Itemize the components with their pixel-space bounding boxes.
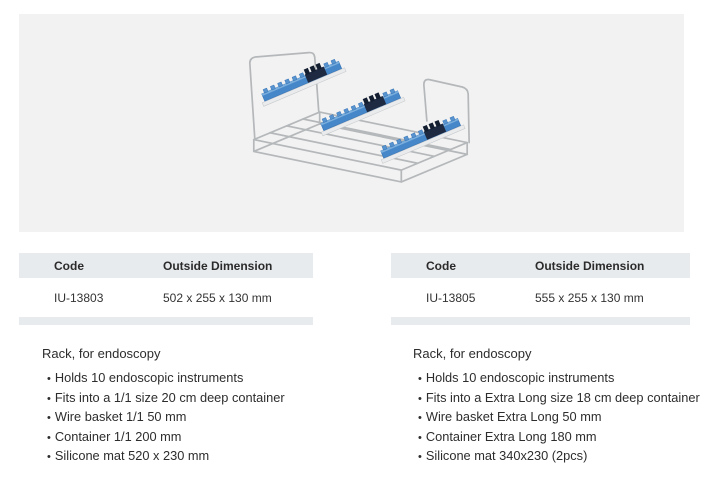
product-dimension: 555 x 255 x 130 mm bbox=[535, 290, 644, 305]
table-footer-band bbox=[19, 317, 313, 325]
feature-text: Fits into a Extra Long size 18 cm deep c… bbox=[425, 389, 700, 405]
bullet-icon: • bbox=[47, 431, 51, 444]
product-description-right: Rack, for endoscopy •Holds 10 endoscopic… bbox=[413, 346, 700, 467]
bullet-icon: • bbox=[418, 412, 422, 425]
feature-item: •Holds 10 endoscopic instruments bbox=[418, 369, 700, 389]
feature-text: Holds 10 endoscopic instruments bbox=[54, 370, 244, 385]
product-title: Rack, for endoscopy bbox=[413, 346, 532, 361]
feature-text: Silicone mat 520 x 230 mm bbox=[54, 448, 210, 464]
feature-item: •Container 1/1 200 mm bbox=[47, 428, 285, 448]
product-photo-panel bbox=[19, 14, 684, 232]
feature-text: Fits into a 1/1 size 20 cm deep containe… bbox=[54, 389, 285, 405]
feature-item: •Silicone mat 520 x 230 mm bbox=[47, 447, 285, 467]
table-row: IU-13805 555 x 255 x 130 mm bbox=[391, 278, 690, 317]
feature-item: •Container Extra Long 180 mm bbox=[418, 428, 700, 448]
feature-text: Silicone mat 340x230 (2pcs) bbox=[425, 448, 588, 464]
product-code: IU-13805 bbox=[426, 290, 476, 305]
endoscopy-rack-photo bbox=[248, 51, 470, 183]
feature-text: Wire basket Extra Long 50 mm bbox=[425, 409, 602, 425]
table-header-row: Code Outside Dimension bbox=[19, 253, 313, 278]
spec-table-left: Code Outside Dimension IU-13803 502 x 25… bbox=[19, 253, 313, 325]
bullet-icon: • bbox=[47, 373, 51, 385]
feature-list: •Holds 10 endoscopic instruments •Fits i… bbox=[418, 369, 700, 467]
code-column-header: Code bbox=[426, 258, 456, 273]
bullet-icon: • bbox=[418, 373, 422, 385]
bullet-icon: • bbox=[418, 451, 422, 464]
feature-item: •Wire basket Extra Long 50 mm bbox=[418, 408, 700, 428]
feature-text: Wire basket 1/1 50 mm bbox=[54, 409, 187, 425]
feature-item: •Fits into a Extra Long size 18 cm deep … bbox=[418, 389, 700, 409]
dimension-column-header: Outside Dimension bbox=[163, 258, 273, 273]
product-description-left: Rack, for endoscopy •Holds 10 endoscopic… bbox=[42, 346, 285, 467]
bullet-icon: • bbox=[47, 412, 51, 425]
feature-text: Holds 10 endoscopic instruments bbox=[425, 370, 615, 385]
table-header-row: Code Outside Dimension bbox=[391, 253, 690, 278]
feature-item: •Wire basket 1/1 50 mm bbox=[47, 408, 285, 428]
table-row: IU-13803 502 x 255 x 130 mm bbox=[19, 278, 313, 317]
bullet-icon: • bbox=[418, 392, 422, 405]
dimension-column-header: Outside Dimension bbox=[535, 258, 645, 273]
feature-text: Container Extra Long 180 mm bbox=[425, 428, 597, 444]
code-column-header: Code bbox=[54, 258, 84, 273]
bullet-icon: • bbox=[47, 451, 51, 464]
feature-item: •Holds 10 endoscopic instruments bbox=[47, 369, 285, 389]
table-footer-band bbox=[391, 317, 690, 325]
feature-item: •Silicone mat 340x230 (2pcs) bbox=[418, 447, 700, 467]
bullet-icon: • bbox=[47, 392, 51, 405]
feature-item: •Fits into a 1/1 size 20 cm deep contain… bbox=[47, 389, 285, 409]
product-title: Rack, for endoscopy bbox=[42, 346, 161, 361]
feature-text: Container 1/1 200 mm bbox=[54, 428, 182, 444]
feature-list: •Holds 10 endoscopic instruments •Fits i… bbox=[47, 369, 285, 467]
product-dimension: 502 x 255 x 130 mm bbox=[163, 290, 272, 305]
product-code: IU-13803 bbox=[54, 290, 104, 305]
spec-table-right: Code Outside Dimension IU-13805 555 x 25… bbox=[391, 253, 690, 325]
bullet-icon: • bbox=[418, 431, 422, 444]
